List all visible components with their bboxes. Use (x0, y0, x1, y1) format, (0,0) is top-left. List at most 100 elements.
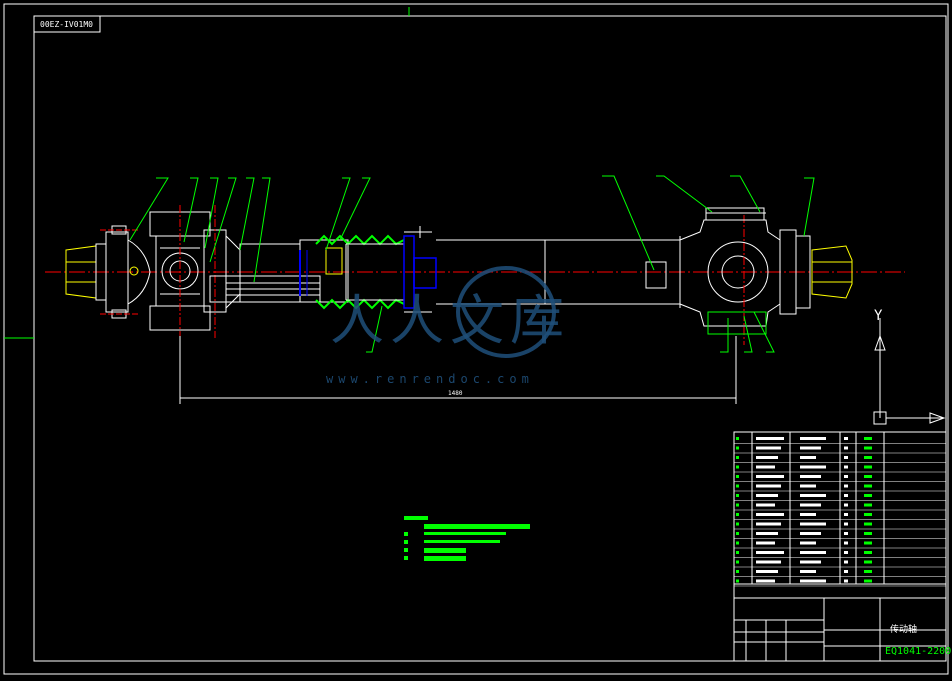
watermark-text-url: www.renrendoc.com (326, 372, 534, 386)
title-block (733, 431, 947, 662)
parts-row-cell (800, 456, 816, 459)
parts-row-cell (844, 560, 848, 564)
dimension-text: 1480 (448, 390, 463, 397)
parts-row-cell (736, 570, 739, 573)
parts-row-cell (844, 494, 848, 497)
parts-row-cell (800, 522, 826, 526)
parts-row-cell (800, 560, 821, 564)
parts-row-cell (864, 522, 872, 526)
parts-row-cell (756, 551, 784, 554)
main-tube (436, 236, 681, 308)
parts-row-cell (844, 503, 848, 507)
parts-row-cell (736, 560, 739, 564)
parts-row-cell (844, 579, 848, 583)
technical-notes (404, 516, 530, 561)
parts-list-rows (734, 437, 946, 587)
parts-row-cell (756, 437, 784, 440)
watermark-logo (456, 266, 556, 358)
parts-row-cell (756, 456, 778, 459)
parts-row-cell (756, 503, 775, 507)
parts-row-cell (844, 513, 848, 516)
code-box-text: 00EZ-IV01M0 (40, 20, 93, 29)
parts-row-cell (800, 570, 816, 573)
parts-row-cell (864, 541, 872, 545)
parts-row-cell (844, 551, 848, 554)
parts-row-cell (736, 513, 739, 516)
parts-row-cell (800, 579, 826, 583)
parts-row-cell (756, 579, 775, 583)
parts-row-cell (736, 446, 739, 450)
parts-row-cell (800, 532, 821, 535)
parts-row-cell (756, 494, 778, 497)
spline-section (209, 239, 349, 303)
ucs-axis-icon (873, 318, 946, 425)
parts-row-cell (736, 551, 739, 554)
parts-row-cell (864, 465, 872, 469)
parts-row-cell (736, 475, 739, 478)
parts-row-cell (736, 484, 739, 488)
parts-row-cell (800, 541, 816, 545)
parts-row-cell (864, 484, 872, 488)
parts-row-cell (756, 532, 778, 535)
dust-boot (315, 234, 405, 310)
parts-row-cell (800, 437, 826, 440)
parts-row-cell (800, 551, 826, 554)
parts-row-cell (864, 513, 872, 516)
parts-row-cell (864, 570, 872, 573)
parts-row-cell (756, 475, 784, 478)
parts-row-cell (736, 522, 739, 526)
left-cross-joint (149, 205, 241, 338)
parts-row-cell (756, 446, 781, 450)
parts-row-cell (736, 541, 739, 545)
watermark-text-cn: 人人文库 (330, 289, 570, 352)
parts-row-cell (864, 446, 872, 450)
parts-row-cell (864, 494, 872, 497)
parts-row-cell (844, 437, 848, 440)
axis-y-label: Y (874, 308, 883, 324)
parts-row-cell (800, 465, 826, 469)
parts-row-cell (864, 456, 872, 459)
parts-row-cell (756, 560, 781, 564)
parts-row-cell (756, 484, 781, 488)
right-cross-joint (679, 207, 781, 345)
parts-row-cell (736, 503, 739, 507)
parts-row-cell (736, 456, 739, 459)
parts-row-cell (756, 513, 784, 516)
parts-row-cell (864, 475, 872, 478)
parts-row-cell (844, 484, 848, 488)
parts-row-cell (800, 494, 826, 497)
parts-row-cell (800, 503, 821, 507)
parts-row-cell (800, 446, 821, 450)
parts-row-cell (844, 465, 848, 469)
parts-row-cell (864, 532, 872, 535)
slip-yoke (403, 226, 437, 313)
left-flange-yoke (65, 225, 151, 319)
part-number: EQ1041-2200 (885, 646, 952, 657)
parts-row-cell (756, 570, 778, 573)
parts-row-cell (736, 437, 739, 440)
parts-row-cell (756, 522, 781, 526)
parts-row-cell (844, 522, 848, 526)
parts-row-cell (736, 465, 739, 469)
outer-frame (3, 3, 949, 675)
parts-row-cell (736, 579, 739, 583)
right-flange (779, 229, 853, 315)
parts-row-cell (864, 551, 872, 554)
parts-row-cell (864, 560, 872, 564)
parts-row-cell (736, 532, 739, 535)
parts-row-cell (844, 541, 848, 545)
parts-row-cell (736, 494, 739, 497)
parts-row-cell (800, 484, 816, 488)
length-dimension (179, 336, 737, 404)
parts-row-cell (844, 532, 848, 535)
parts-row-cell (800, 513, 816, 516)
parts-row-cell (844, 475, 848, 478)
drawing-title-name: 传动轴 (890, 625, 918, 635)
code-box (33, 15, 101, 33)
parts-row-cell (800, 475, 821, 478)
leader-lines (129, 175, 815, 353)
parts-row-cell (864, 579, 872, 583)
parts-row-cell (756, 541, 775, 545)
